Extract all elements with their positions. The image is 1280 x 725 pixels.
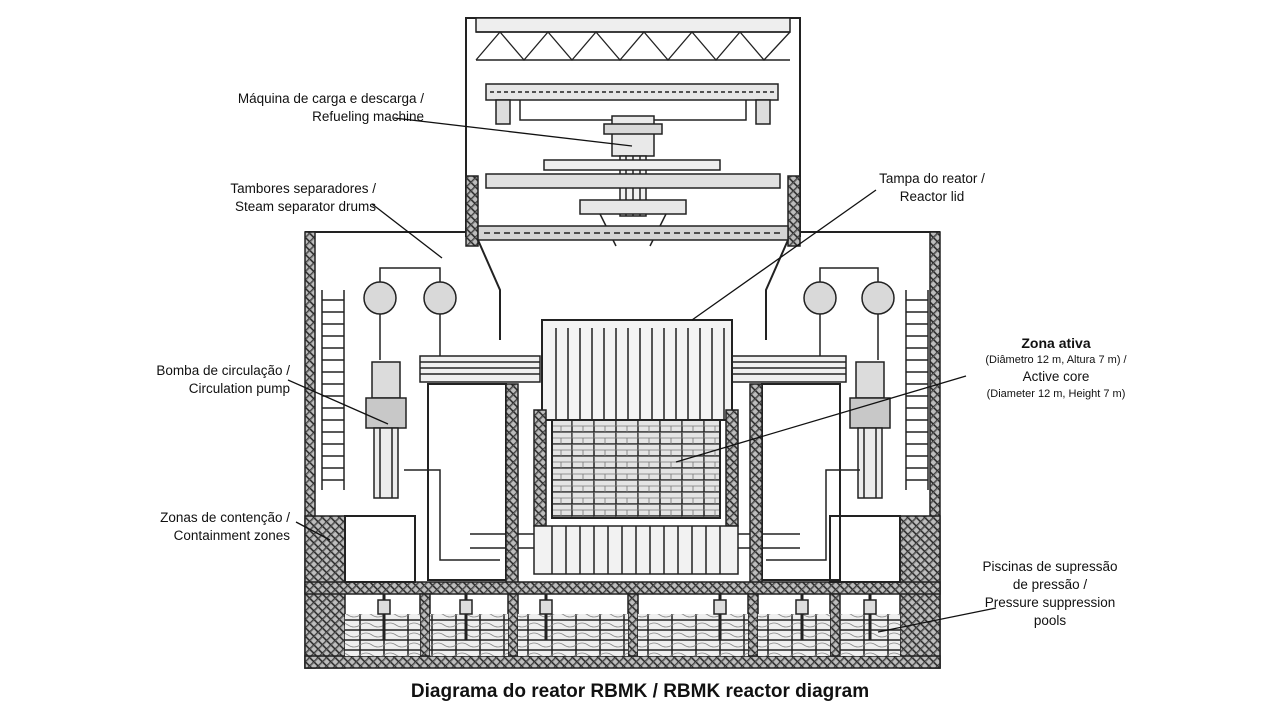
leader-core: [675, 375, 967, 463]
label-core-pt-dims: (Diâmetro 12 m, Altura 7 m) /: [985, 354, 1127, 366]
label-refueling-en: Refueling machine: [312, 109, 424, 124]
label-core-pt: Zona ativa: [1021, 335, 1091, 351]
label-reactor-lid: Tampa do reator / Reactor lid: [862, 170, 1002, 206]
label-active-core: Zona ativa (Diâmetro 12 m, Altura 7 m) /…: [956, 334, 1156, 402]
building-shell: [304, 175, 941, 669]
label-steam-separators: Tambores separadores / Steam separator d…: [230, 180, 376, 216]
label-lid-pt: Tampa do reator /: [879, 171, 985, 186]
diagram-caption: Diagrama do reator RBMK / RBMK reactor d…: [410, 681, 870, 702]
refueling-machine: [485, 115, 781, 247]
steam-separator-drums: [363, 267, 895, 360]
label-containment-en: Containment zones: [173, 528, 290, 543]
leader-lid: [691, 189, 877, 321]
label-pools-pt2: de pressão /: [1012, 577, 1088, 592]
leader-lines: [287, 117, 997, 633]
containment-zones: [304, 515, 941, 669]
leader-refueling: [393, 117, 633, 147]
label-refueling-machine: Máquina de carga e descarga / Refueling …: [238, 90, 424, 126]
label-lid-en: Reactor lid: [899, 189, 965, 204]
label-core-en-dims: (Diameter 12 m, Height 7 m): [986, 388, 1126, 400]
label-refueling-pt: Máquina de carga e descarga /: [237, 91, 424, 106]
leader-pump: [287, 379, 389, 425]
pipe-banks: [419, 355, 847, 383]
leader-pools: [877, 607, 997, 633]
compartments: [427, 383, 841, 585]
label-pump-en: Circulation pump: [188, 381, 290, 396]
label-pools-en1: Pressure suppression: [984, 595, 1116, 610]
label-circulation-pump: Bomba de circulação / Circulation pump: [156, 362, 290, 398]
leader-containment: [295, 521, 331, 541]
label-separators-pt: Tambores separadores /: [230, 181, 376, 196]
label-pools-en2: pools: [1033, 613, 1067, 628]
reactor-core: [470, 319, 800, 575]
label-pump-pt: Bomba de circulação /: [156, 363, 290, 378]
label-separators-en: Steam separator drums: [234, 199, 376, 214]
label-core-en: Active core: [1022, 369, 1090, 384]
circulation-pumps: [365, 361, 891, 561]
label-suppression-pools: Piscinas de supressão de pressão / Press…: [960, 558, 1140, 630]
label-pools-pt1: Piscinas de supressão: [982, 559, 1118, 574]
label-containment-pt: Zonas de contenção /: [160, 510, 290, 525]
pressure-suppression-pools: [345, 594, 900, 656]
leader-separators: [371, 203, 443, 259]
label-containment-zones: Zonas de contenção / Containment zones: [160, 509, 290, 545]
